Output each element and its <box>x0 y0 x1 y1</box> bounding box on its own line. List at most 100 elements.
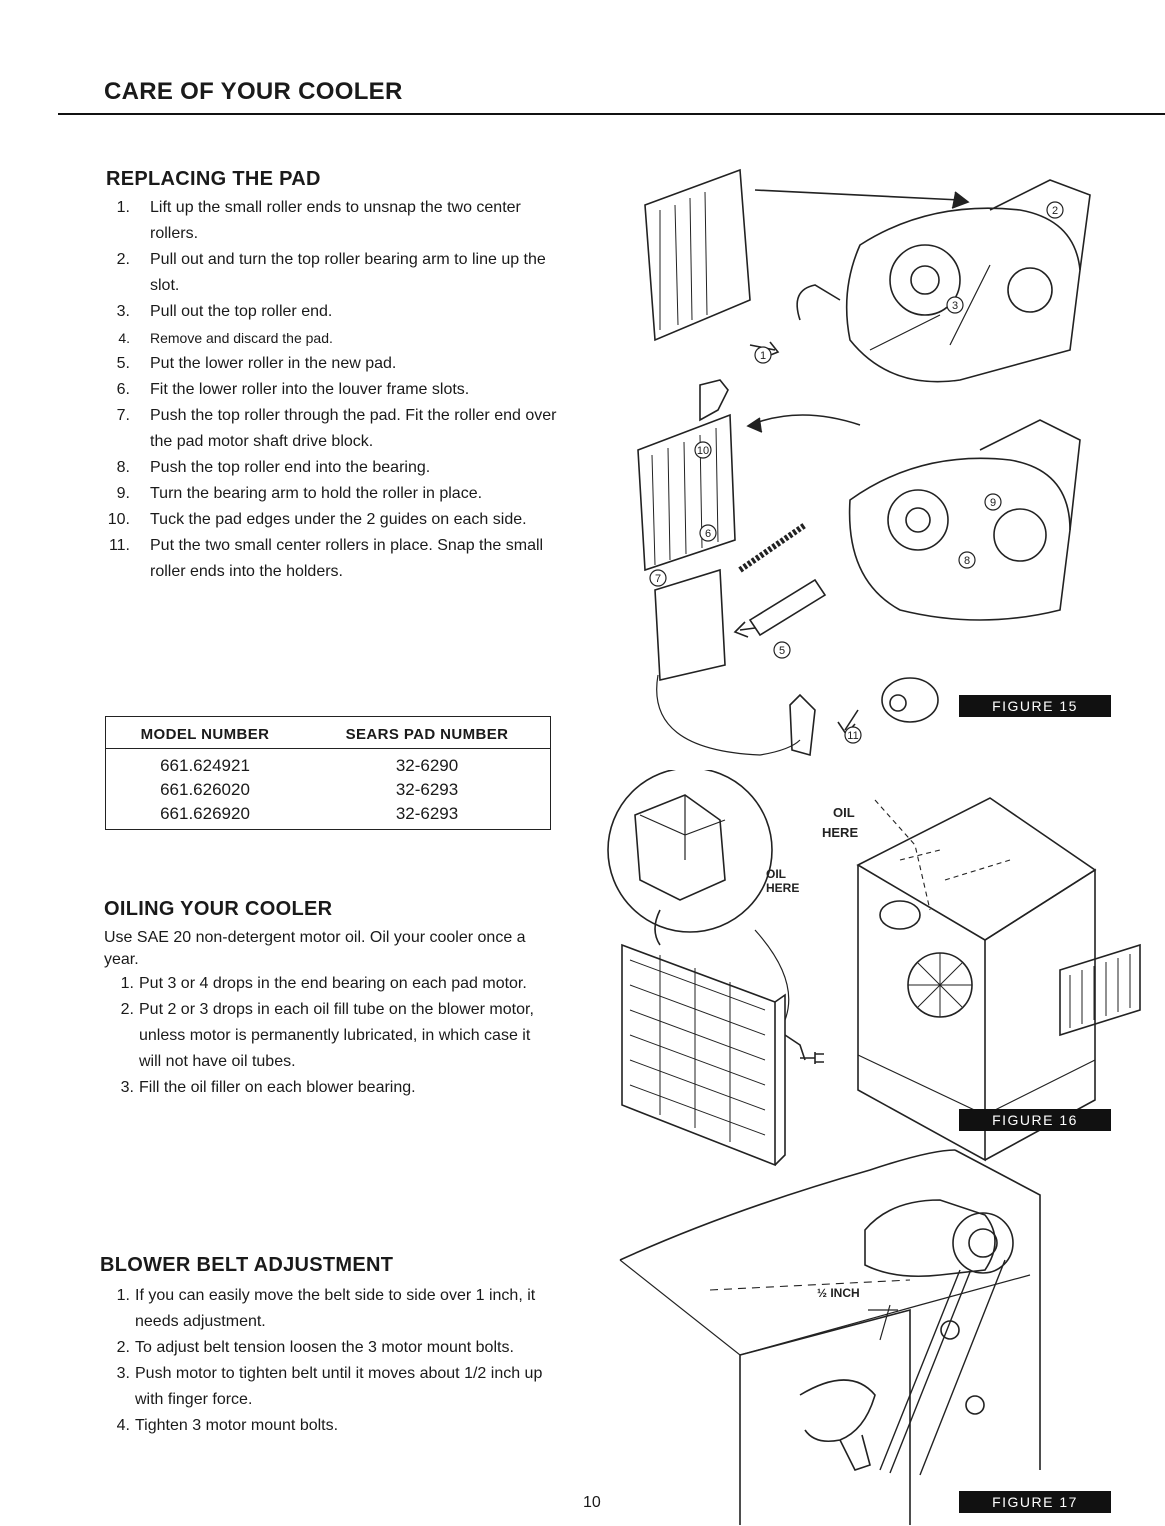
callout-circle <box>755 347 771 363</box>
table-row: 661.626020 32-6293 <box>106 778 551 802</box>
cord-leader <box>755 930 789 1020</box>
belt-step-number: 2. <box>116 1339 130 1356</box>
replacing-pad-steps: 1.Lift up the small roller ends to unsna… <box>100 195 560 585</box>
motor-pulley <box>953 1213 1013 1273</box>
pad-lower <box>655 570 725 680</box>
bolt-1 <box>941 1321 959 1339</box>
pad-motor-detail <box>635 795 725 900</box>
replacing-pad-step-text: Pull out the top roller end. <box>150 303 333 320</box>
hand <box>800 1380 875 1441</box>
replacing-pad-step-number: 8. <box>116 459 130 476</box>
roller-end-upper <box>797 285 840 320</box>
pad-motor-detail-edges <box>640 795 725 860</box>
replacing-pad-step: 9.Turn the bearing arm to hold the rolle… <box>100 481 560 507</box>
callout-circle <box>959 552 975 568</box>
motor-pulley-hub <box>969 1229 997 1257</box>
page-number: 10 <box>583 1494 601 1511</box>
louver-panel-edge <box>775 995 785 1165</box>
spring-roller <box>740 525 805 570</box>
pad-table-header-model: MODEL NUMBER <box>105 716 305 749</box>
pad-table-wrap: MODEL NUMBER SEARS PAD NUMBER 661.624921… <box>105 716 551 830</box>
figure-15-label: FIGURE 15 <box>959 695 1111 717</box>
side-grille <box>1060 945 1140 1035</box>
replacing-pad-step: 1.Lift up the small roller ends to unsna… <box>100 195 560 247</box>
small-roller <box>750 580 825 635</box>
wheel-lower <box>994 509 1046 561</box>
arrow-line-top <box>755 190 960 200</box>
louver-slats-lower <box>652 428 718 565</box>
callout-circle <box>1047 202 1063 218</box>
oiling-intro: Use SAE 20 non-detergent motor oil. Oil … <box>104 929 526 968</box>
replacing-pad-step-text: Push the top roller through the pad. Fit… <box>150 407 557 450</box>
pad-number-cell: 32-6293 <box>395 780 459 799</box>
replacing-pad-step: 6.Fit the lower roller into the louver f… <box>100 377 560 403</box>
louver-panel-slats <box>630 960 765 1135</box>
belt-step-text: To adjust belt tension loosen the 3 moto… <box>135 1339 514 1356</box>
pad-number-cell: 32-6293 <box>395 804 459 823</box>
belt-heading: BLOWER BELT ADJUSTMENT <box>100 1254 394 1276</box>
callout-number: 7 <box>655 573 661 585</box>
model-number-cell: 661.626920 <box>160 804 250 823</box>
callout-circle <box>845 727 861 743</box>
callout-number: 1 <box>760 350 766 362</box>
belt-step: 2. To adjust belt tension loosen the 3 mo… <box>100 1335 552 1361</box>
measure-arrow <box>880 1305 890 1340</box>
oiling-step-number: 1. <box>120 975 134 992</box>
replacing-pad-step-number: 1. <box>116 199 130 216</box>
figure-17-label: FIGURE 17 <box>959 1491 1111 1513</box>
belt-step-number: 4. <box>116 1417 130 1434</box>
motor-housing-upper <box>847 208 1080 381</box>
replacing-pad-step: 4.Remove and discard the pad. <box>100 325 560 351</box>
arrow-5 <box>735 622 755 637</box>
belt-step-text: If you can easily move the belt side to … <box>135 1287 536 1330</box>
figure-16-label: FIGURE 16 <box>959 1109 1111 1131</box>
table-row: 661.626920 32-6293 <box>106 802 551 830</box>
belt-step-text: Tighten 3 motor mount bolts. <box>135 1417 339 1434</box>
motor-cover-upper <box>990 180 1090 270</box>
replacing-pad-step-number: 4. <box>118 330 130 346</box>
pulley-lower <box>888 490 948 550</box>
callout-number: 11 <box>847 730 858 742</box>
blower-motor <box>880 901 920 929</box>
mount-plate <box>620 1260 1030 1355</box>
oiling-section: OILING YOUR COOLER Use SAE 20 non-deterg… <box>104 898 556 1101</box>
belt-step: 1. If you can easily move the belt side t… <box>100 1283 552 1335</box>
louver-frame-lower <box>638 415 735 570</box>
replacing-pad-step-text: Put the lower roller in the new pad. <box>150 355 397 372</box>
oiling-heading: OILING YOUR COOLER <box>104 898 333 920</box>
oil-leader-lines <box>875 800 1010 910</box>
callout-number: 5 <box>779 645 785 657</box>
callout-number: 3 <box>952 300 958 312</box>
replacing-pad-step-number: 2. <box>116 251 130 268</box>
callout-number: 8 <box>964 555 970 567</box>
cord-detail <box>655 910 660 945</box>
oiling-step-text: Fill the oil filler on each blower beari… <box>139 1079 416 1096</box>
belt-section: BLOWER BELT ADJUSTMENT 1. If you can easi… <box>100 1254 552 1439</box>
oiling-step: 1.Put 3 or 4 drops in the end bearing on… <box>104 971 556 997</box>
belt-step-number: 3. <box>116 1365 130 1382</box>
motor-cover-lower <box>980 420 1080 530</box>
model-number-cell: 661.626020 <box>160 780 250 799</box>
pad-table-header-row: MODEL NUMBER SEARS PAD NUMBER <box>105 716 551 749</box>
model-number-cell: 661.624921 <box>160 756 250 775</box>
belt-step-text: Push motor to tighten belt until it move… <box>135 1365 543 1408</box>
motor-bracket <box>740 1310 910 1525</box>
pulley-hub-upper <box>911 266 939 294</box>
motor-body <box>865 1200 995 1276</box>
plug-icon <box>800 1052 824 1064</box>
oiling-step-text: Put 2 or 3 drops in each oil fill tube o… <box>139 1001 534 1070</box>
oiling-step-number: 2. <box>120 1001 134 1018</box>
pad-motor-hub <box>890 695 906 711</box>
side-grille-slats <box>1070 954 1130 1028</box>
callout-number: 2 <box>1052 205 1058 217</box>
belt-step-number: 1. <box>116 1287 130 1304</box>
arrow-head-top <box>952 192 968 208</box>
callout-circle <box>700 525 716 541</box>
mount-dash <box>710 1280 910 1290</box>
